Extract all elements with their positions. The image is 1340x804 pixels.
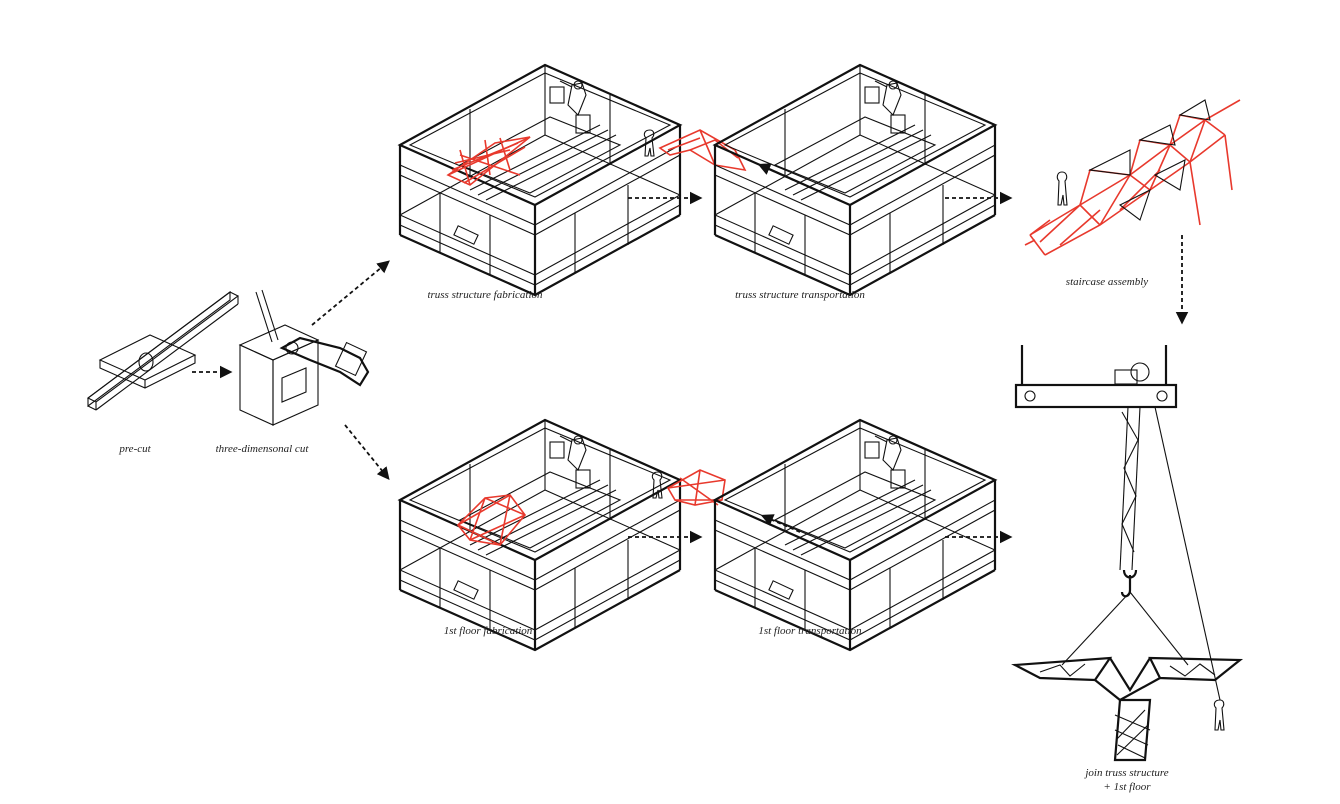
three-dim-cut-caption: three-dimensonal cut [216,443,310,455]
joined-structure-illustration [1011,656,1244,762]
truss-fabrication-caption: truss structure fabrication [427,289,543,301]
floor-fabrication-caption: 1st floor fabrication [444,625,533,637]
join-caption-line2: + 1st floor [1103,781,1151,793]
floor-transportation-cell [713,418,997,652]
precut-illustration [86,290,240,411]
floor-transportation-caption: 1st floor transportation [758,625,862,637]
floor-fabrication-cell [398,418,682,652]
floor-structure-red [456,494,527,546]
staircase-assembly-illustration [1024,99,1241,256]
crane-illustration [1014,345,1221,701]
truss-structure-red [446,136,531,186]
truss-transport-piece [643,129,747,172]
truss-transportation-cell [713,63,997,297]
staircase-assembly-caption: staircase assembly [1066,276,1149,288]
arrow-cut-to-floor [344,424,390,480]
three-dim-cut-illustration [238,289,370,426]
floor-transport-piece [651,469,726,506]
truss-transportation-caption: truss structure transportation [735,289,865,301]
arrow-cut-to-truss [311,260,390,326]
join-caption-line1: join truss structure [1083,767,1168,779]
truss-fabrication-cell [398,63,682,297]
precut-caption: pre-cut [118,443,151,455]
